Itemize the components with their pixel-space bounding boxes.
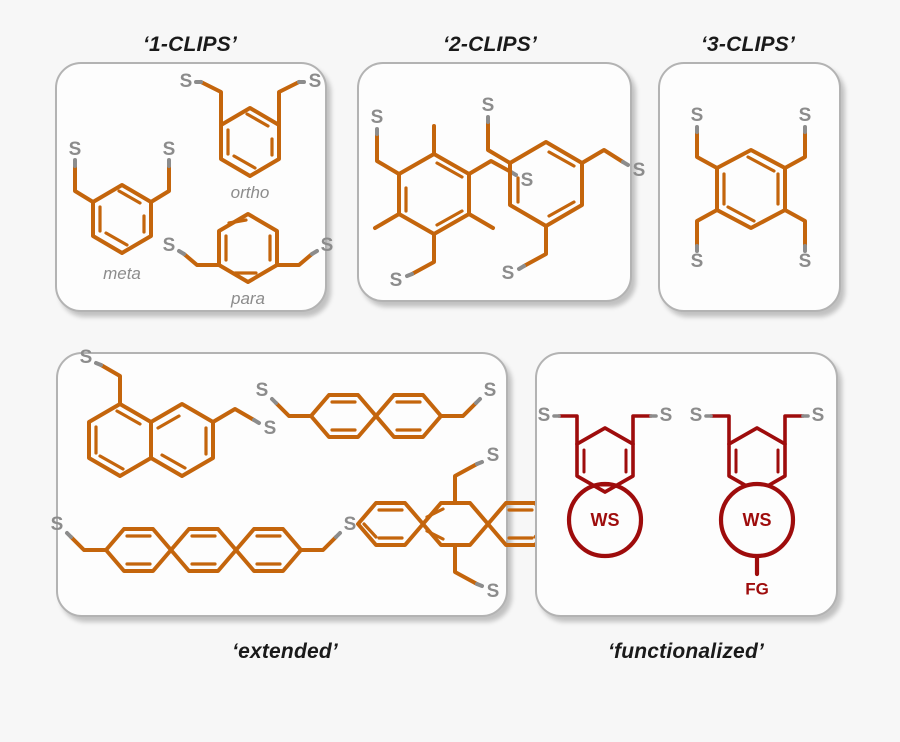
benzene-ring-meta [91,183,153,255]
molecule-ws-clip: S S WS [538,405,673,559]
sulfur-atom-label: S [371,107,384,128]
sulfur-atom-label: S [799,251,812,272]
sulfur-atom-label: S [690,405,703,426]
panel-caption-functionalized: ‘functionalized’ [607,640,765,663]
molecule-tetrakis-clip: S S S S [691,105,812,272]
water-soluble-badge-circle [566,481,644,559]
sulfur-atom-label: S [163,235,176,256]
sulfur-atom-label: S [487,445,500,466]
sulfur-atom-label: S [51,514,64,535]
sulfur-atom-label: S [344,514,357,535]
benzene-ring-para [217,212,279,284]
sulfur-atom-label: S [660,405,673,426]
panel-two-clips: S S S S [357,62,646,302]
sulfur-atom-label: S [691,105,704,126]
sulfur-atom-label: S [321,235,334,256]
molecule-ortho: S S ortho [180,71,322,202]
panel-three-clips: S S S S [658,62,841,312]
anthracene-ring-system [356,501,555,547]
structures-two-clips: S S S S [371,95,646,291]
molecule-135-tris-clip: S S S [482,95,646,284]
panel-extended: S S [51,347,555,617]
sulfur-atom-label: S [799,105,812,126]
panel-title-one-clips: ‘1-CLIPS’ [143,33,237,56]
structures-one-clips: S S meta S [69,71,334,308]
biphenyl-ring-1 [309,393,378,439]
benzene-ring-tetramethyl [397,152,471,236]
sulfur-atom-label: S [264,418,277,439]
sulfur-atom-label: S [309,71,322,92]
structures-functionalized: S S WS S S [538,405,825,598]
water-soluble-badge-label: WS [591,510,620,530]
sulfur-atom-label: S [538,405,551,426]
sulfur-atom-label: S [69,139,82,160]
water-soluble-badge-label: WS [743,510,772,530]
sulfur-atom-label: S [691,251,704,272]
benzene-ring-tetrakis [715,148,787,230]
panel-title-three-clips: ‘3-CLIPS’ [701,33,795,56]
panel-caption-extended: ‘extended’ [232,640,338,663]
terphenyl-ring-3 [234,527,303,573]
structures-extended: S S [51,347,555,602]
panel-functionalized: S S WS S S [535,352,838,617]
water-soluble-badge-circle [718,481,796,559]
naphthalene-ring-system [87,402,215,478]
biphenyl-ring-2 [374,393,443,439]
molecule-ws-fg-clip: S S WS FG [690,405,825,598]
sulfur-atom-label: S [812,405,825,426]
molecule-anthracene-clip: S S [356,445,555,602]
molecule-biphenyl-clip: S S [256,380,497,439]
molecule-naphthalene-clip: S S [80,347,277,478]
sulfur-atom-label: S [180,71,193,92]
functional-group-label: FG [745,579,769,598]
benzene-ring-ortho [219,106,281,178]
sulfur-atom-label: S [521,170,534,191]
terphenyl-ring-1 [104,527,173,573]
sulfur-atom-label: S [487,581,500,602]
sulfur-atom-label: S [502,263,515,284]
molecule-terphenyl-clip: S S [51,514,357,573]
sulfur-atom-label: S [633,160,646,181]
sulfur-atom-label: S [80,347,93,368]
sulfur-atom-label: S [163,139,176,160]
isomer-label-para: para [230,289,265,308]
sulfur-atom-label: S [484,380,497,401]
molecule-tetramethyl-clip: S S S [371,107,534,291]
terphenyl-ring-2 [169,527,238,573]
structures-three-clips: S S S S [691,105,812,272]
molecule-meta: S S meta [69,139,176,283]
sulfur-atom-label: S [256,380,269,401]
sulfur-atom-label: S [390,270,403,291]
isomer-label-meta: meta [103,264,141,283]
sulfur-atom-label: S [482,95,495,116]
panel-title-two-clips: ‘2-CLIPS’ [443,33,537,56]
molecule-para: S S para [163,212,334,308]
isomer-label-ortho: ortho [231,183,270,202]
panel-one-clips: S S meta S [55,62,334,312]
